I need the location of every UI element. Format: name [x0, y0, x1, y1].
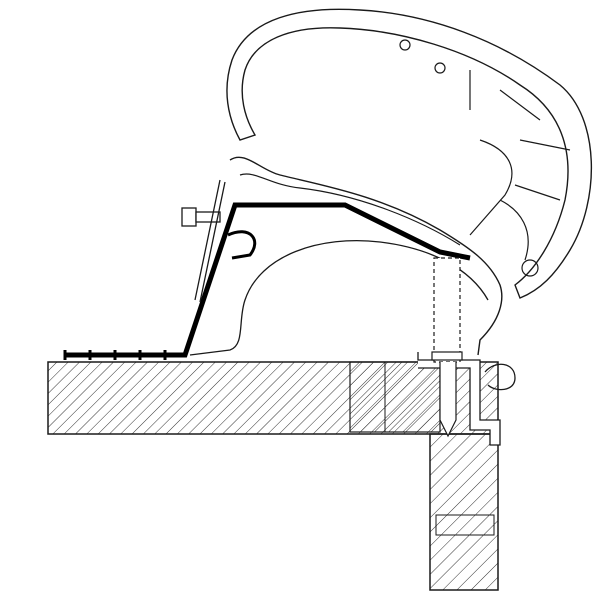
- adapter-profile: [65, 202, 471, 358]
- awning-housing: [226, 8, 592, 299]
- wall-post: [429, 433, 499, 591]
- awning-rail: [229, 156, 503, 356]
- bolt-icon: [181, 179, 226, 303]
- screw-icon: [431, 257, 463, 438]
- roof-edge-block: [349, 361, 441, 433]
